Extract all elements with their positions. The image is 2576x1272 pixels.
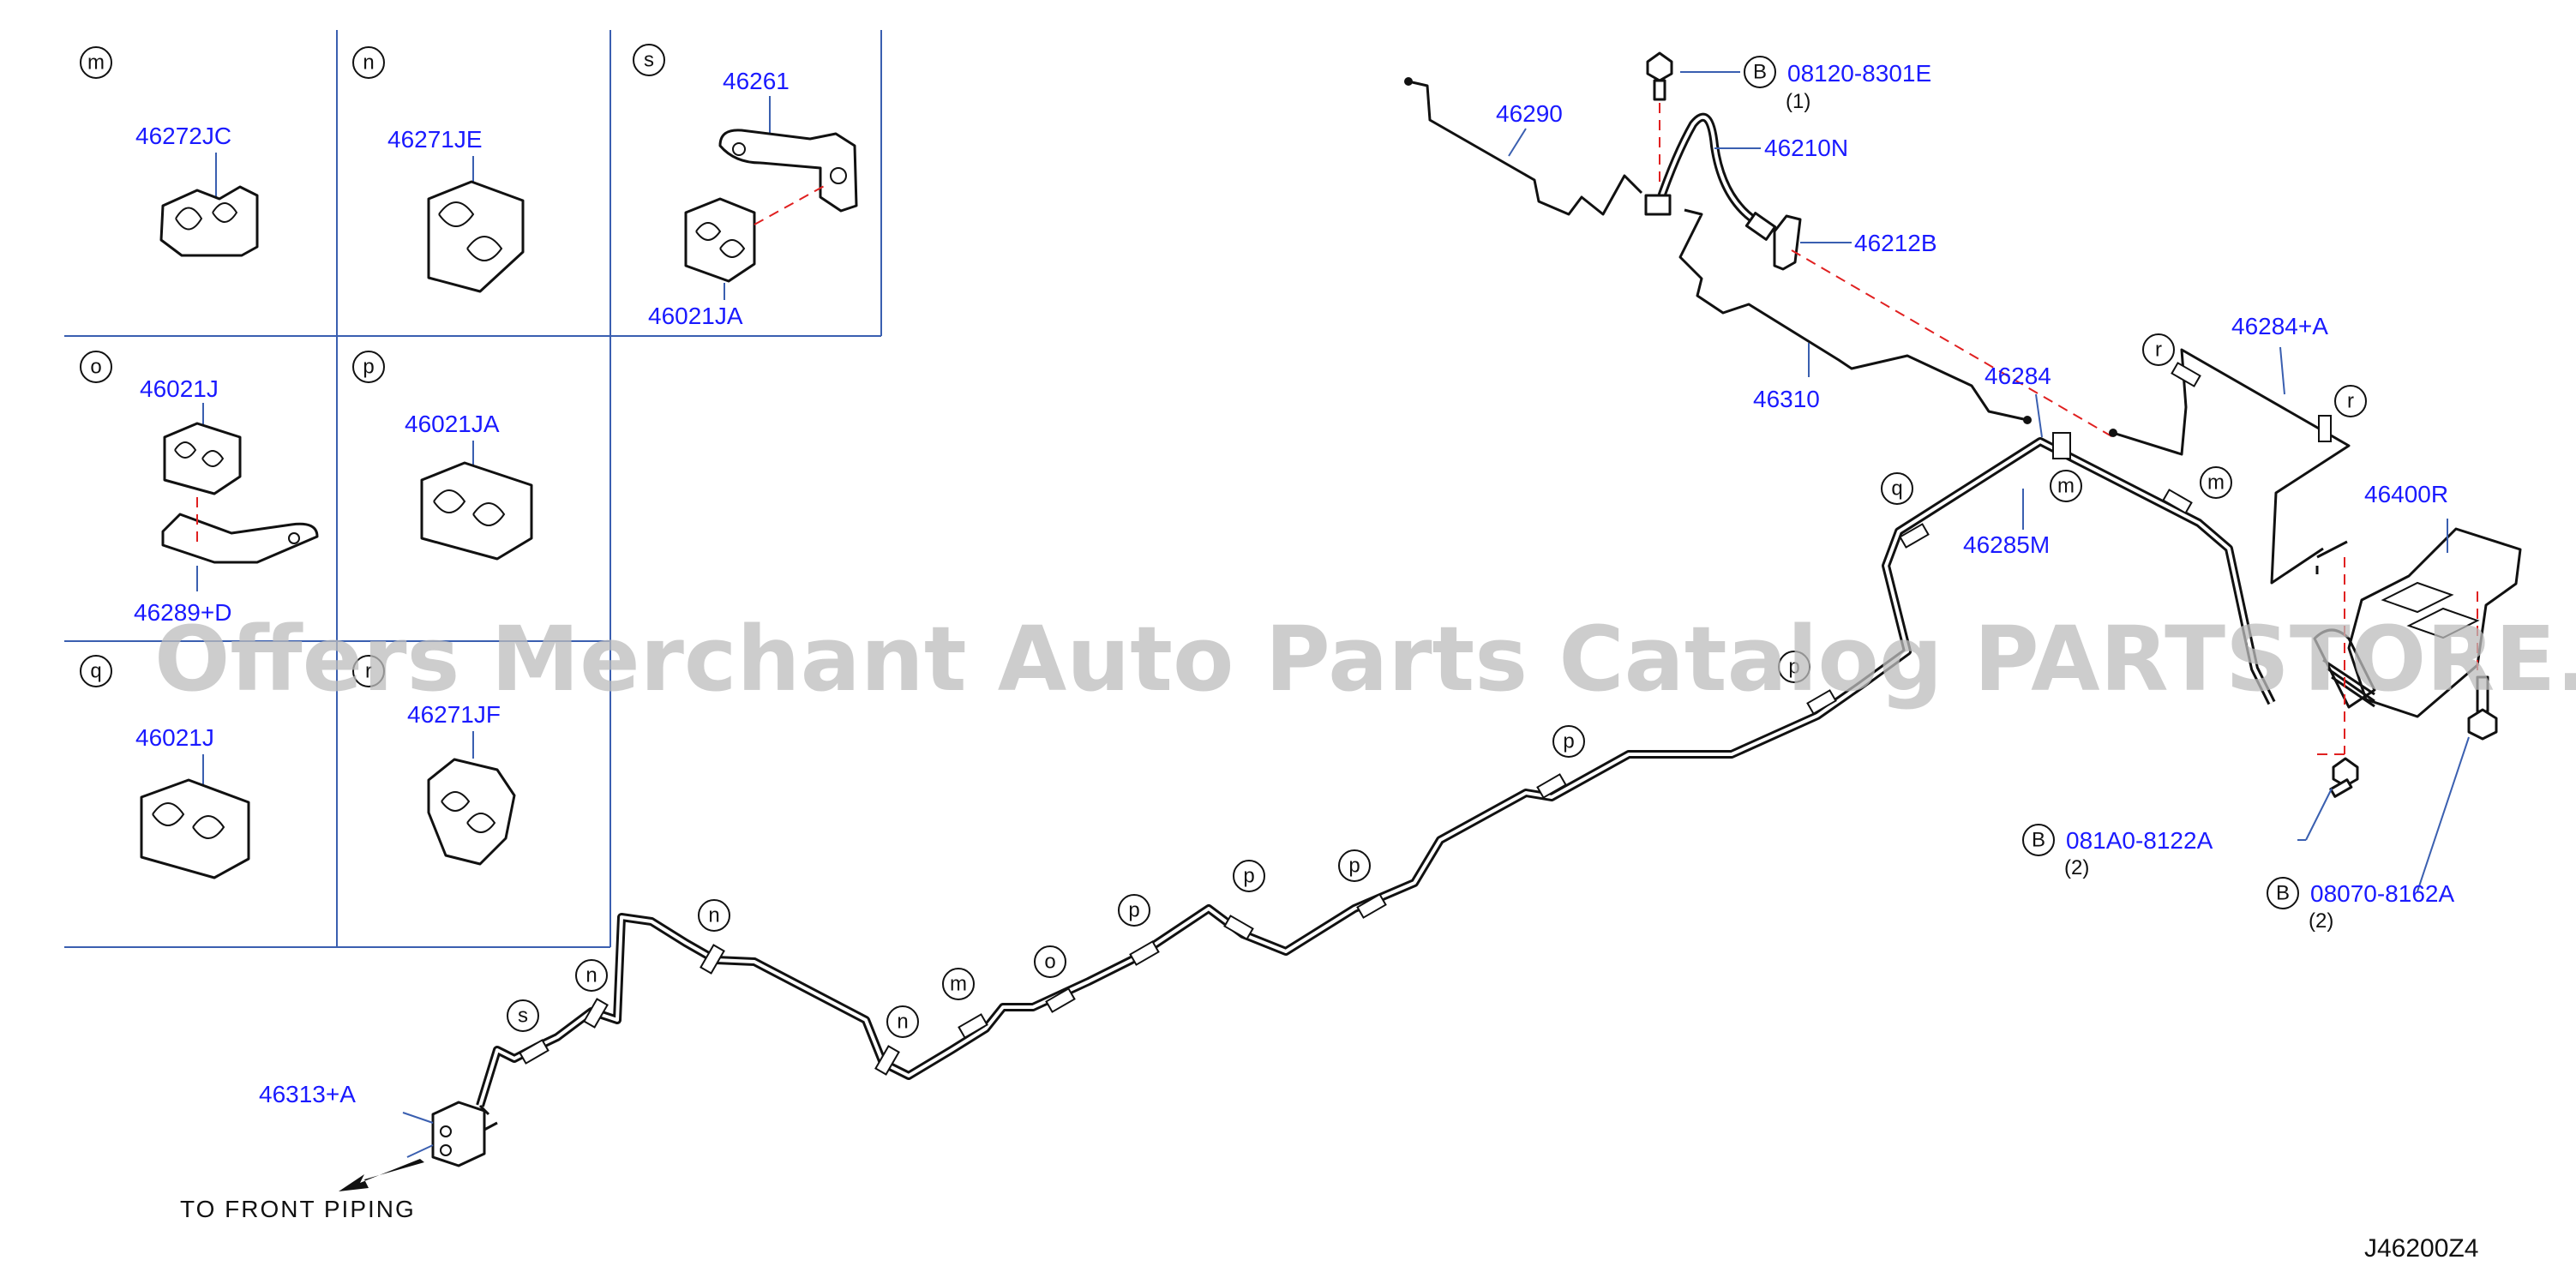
part-number-46313A[interactable]: 46313+A [259, 1081, 356, 1107]
part-number-46284[interactable]: 46284 [1985, 363, 2051, 389]
panel-p: p 46021JA [352, 351, 533, 561]
pipe-location-markers: s n n n m o p p p p p q m m r r [507, 333, 2367, 1038]
bolt-081A0-8122A: B 081A0-8122A (2) [2022, 757, 2359, 879]
marker-p: p [1128, 899, 1139, 922]
watermark: Offers Merchant Auto Parts Catalog PARTS… [154, 607, 2576, 711]
panel-m: m 46272JC [80, 46, 259, 257]
part-number-46310[interactable]: 46310 [1753, 386, 1820, 412]
panel-letter: q [90, 660, 101, 683]
marker-p: p [1243, 865, 1254, 888]
panel-letter: p [363, 356, 374, 379]
front-piping-note: TO FRONT PIPING [180, 1196, 416, 1222]
bolt-icon [1646, 51, 1673, 82]
bolt-quantity: (2) [2309, 909, 2333, 933]
bolt-part-number[interactable]: 08120-8301E [1787, 60, 1931, 87]
part-number-46285M[interactable]: 46285M [1963, 531, 2050, 558]
valve-46400R: 46400R [2313, 481, 2522, 755]
arrow-front-icon [339, 1159, 424, 1191]
bolt-icon [2467, 708, 2498, 741]
part-number-46290[interactable]: 46290 [1496, 100, 1563, 127]
bolt-quantity: (2) [2064, 856, 2089, 879]
bolt-marker: B [2032, 829, 2045, 852]
bolt-quantity: (1) [1786, 90, 1810, 113]
pipe-46284A: 46284+A [2109, 313, 2351, 585]
legend-grid [64, 30, 882, 948]
marker-s: s [518, 1005, 528, 1028]
part-number-46261[interactable]: 46261 [723, 68, 790, 94]
bolt-marker: B [1753, 61, 1767, 84]
connector-46313A: 46313+A TO FRONT PIPING [180, 1081, 498, 1222]
bracket-46261-icon [718, 129, 858, 213]
panel-letter: m [87, 51, 105, 75]
clip-46271JF-icon [427, 758, 516, 866]
hose-46210N: 46210N [1644, 112, 1848, 241]
marker-q: q [1891, 477, 1902, 501]
marker-p: p [1788, 656, 1799, 679]
bolt-part-number[interactable]: 08070-8162A [2310, 880, 2454, 907]
clip-46021JA-icon [684, 197, 756, 283]
panel-letter: o [90, 356, 101, 379]
part-number-46210N[interactable]: 46210N [1764, 135, 1848, 161]
pipe-46310: 46310 [1678, 208, 2032, 424]
panel-q: q 46021J [80, 655, 250, 879]
marker-r: r [2347, 390, 2354, 413]
part-number-46289D[interactable]: 46289+D [134, 599, 231, 626]
bolt-icon [2332, 757, 2359, 788]
panel-o: o 46021J 46289+D [80, 351, 319, 626]
panel-s: s 46261 46021JA [633, 44, 858, 329]
marker-n: n [708, 904, 719, 927]
marker-p: p [1348, 855, 1360, 878]
marker-r: r [2155, 339, 2162, 362]
marker-m: m [2207, 471, 2225, 495]
panel-letter: s [644, 49, 654, 72]
bolt-marker: B [2276, 882, 2290, 905]
marker-n: n [897, 1011, 908, 1034]
bolt-part-number[interactable]: 081A0-8122A [2066, 827, 2213, 854]
part-number-46272JC[interactable]: 46272JC [135, 123, 231, 149]
marker-p: p [1563, 730, 1574, 753]
main-pipe-assembly [476, 437, 2276, 1107]
part-number-46021J[interactable]: 46021J [135, 724, 214, 751]
part-number-46271JF[interactable]: 46271JF [407, 701, 501, 728]
marker-o: o [1044, 951, 1055, 974]
part-number-46284A[interactable]: 46284+A [2231, 313, 2328, 339]
panel-r: r 46271JF [352, 655, 516, 866]
part-number-46212B[interactable]: 46212B [1854, 230, 1937, 256]
pipe-46290: 46290 [1404, 77, 1643, 216]
clip-46271JE-icon [427, 180, 525, 293]
diagram-code: J46200Z4 [2364, 1234, 2478, 1263]
bolt-08070-8162A: B 08070-8162A (2) [2267, 675, 2498, 933]
marker-n: n [585, 964, 597, 987]
clip-46212B: 46212B [1773, 214, 2114, 438]
part-number-46021J[interactable]: 46021J [140, 375, 219, 402]
marker-m: m [950, 973, 967, 996]
clip-46212B-icon [1773, 214, 1802, 271]
panel-letter: r [365, 660, 372, 683]
part-number-46021JA[interactable]: 46021JA [405, 411, 500, 437]
part-number-46400R[interactable]: 46400R [2364, 481, 2448, 507]
part-number-46021JA[interactable]: 46021JA [648, 303, 743, 329]
part-number-46271JE[interactable]: 46271JE [387, 126, 483, 153]
panel-letter: n [363, 51, 374, 75]
bolt-08120-8301E: B 08120-8301E (1) [1646, 51, 1931, 189]
bracket-46289D-icon [161, 513, 319, 564]
marker-m: m [2057, 475, 2075, 498]
pipe-clips [519, 432, 2193, 1076]
clip-46272JC-icon [159, 185, 259, 257]
panel-n: n 46271JE [352, 46, 525, 293]
